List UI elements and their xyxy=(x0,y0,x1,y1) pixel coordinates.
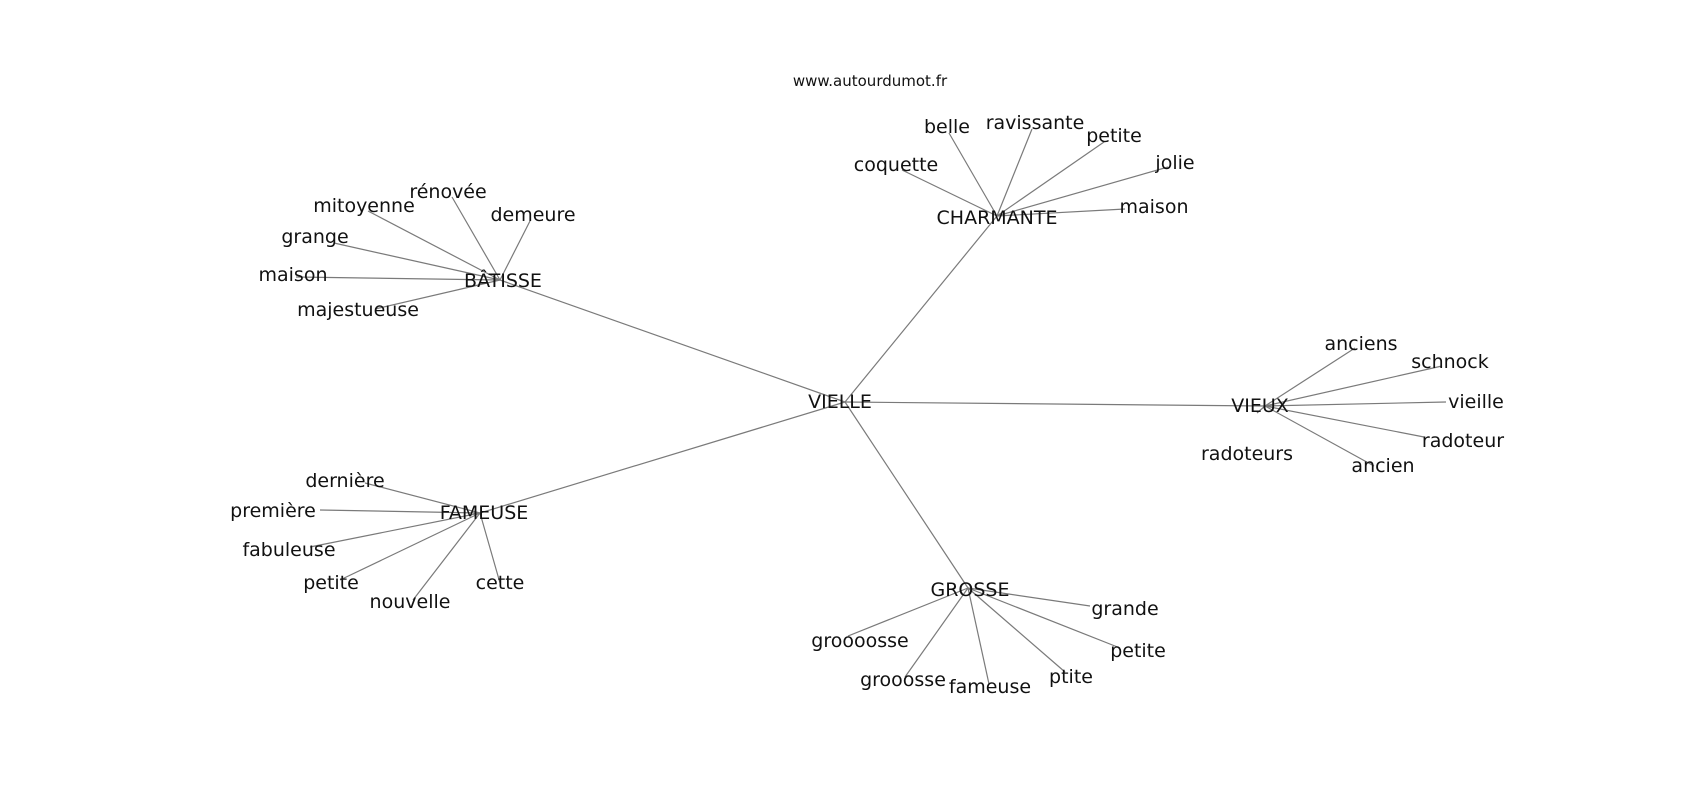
word-node: majestueuse xyxy=(297,299,419,321)
word-node: vieille xyxy=(1448,391,1504,413)
edge-hub-to-word xyxy=(364,482,481,514)
edge-hub-to-word xyxy=(333,242,501,281)
edge-hub-to-word xyxy=(1264,365,1443,407)
word-node: petite xyxy=(1110,640,1166,662)
word-node: fabuleuse xyxy=(242,539,335,561)
edge-center-to-hub xyxy=(479,401,846,514)
edge-hub-to-word xyxy=(374,279,501,310)
word-node: jolie xyxy=(1154,152,1194,174)
edge-hub-to-word xyxy=(996,128,1033,217)
word-node: belle xyxy=(924,116,970,138)
word-node: schnock xyxy=(1411,351,1489,373)
word-node: ravissante xyxy=(986,112,1085,134)
word-node: grooosse xyxy=(860,669,946,691)
word-node: fameuse xyxy=(949,676,1031,698)
edge-hub-to-word xyxy=(967,587,990,685)
hub-node: CHARMANTE xyxy=(937,207,1058,229)
edge-hub-to-word xyxy=(319,509,481,514)
edge-hub-to-word xyxy=(967,587,1121,649)
word-node: mitoyenne xyxy=(313,195,415,217)
word-node: première xyxy=(230,500,316,522)
edge-hub-to-word xyxy=(996,141,1105,217)
word-node: radoteurs xyxy=(1201,443,1293,465)
word-node: maison xyxy=(1120,196,1189,218)
word-node: demeure xyxy=(490,204,575,226)
word-node: petite xyxy=(1086,125,1142,147)
edge-hub-to-word xyxy=(309,512,481,548)
word-node: nouvelle xyxy=(370,591,451,613)
edge-center-to-hub xyxy=(844,401,969,589)
edge-hub-to-word xyxy=(948,132,998,217)
edge-hub-to-word xyxy=(451,196,501,281)
edge-hub-to-word xyxy=(1264,347,1356,407)
word-node: rénovée xyxy=(409,181,486,203)
edge-hub-to-word xyxy=(1264,405,1425,438)
hub-node: BÂTISSE xyxy=(464,269,542,292)
edge-hub-to-word xyxy=(1264,401,1447,407)
hub-node: GROSSE xyxy=(930,579,1009,601)
edge-center-to-hub xyxy=(499,279,846,403)
source-url: www.autourdumot.fr xyxy=(792,72,948,90)
word-node: ancien xyxy=(1351,455,1414,477)
edge-hub-to-word xyxy=(1264,405,1375,467)
edge-hub-to-word xyxy=(904,587,969,678)
edge-center-to-hub xyxy=(844,215,998,403)
edge-hub-to-word xyxy=(295,276,501,281)
word-node: groooosse xyxy=(811,630,908,652)
word-node: radoteur xyxy=(1422,430,1504,452)
word-node: grande xyxy=(1091,598,1158,620)
word-node: ptite xyxy=(1049,666,1093,688)
edge-hub-to-word xyxy=(901,169,998,217)
edge-hub-to-word xyxy=(479,512,501,584)
edge-hub-to-word xyxy=(996,166,1169,217)
hub-node: VIEUX xyxy=(1231,395,1289,417)
edge-center-to-hub xyxy=(844,401,1266,407)
hub-node: FAMEUSE xyxy=(440,502,529,524)
edge-hub-to-word xyxy=(412,512,481,601)
edge-hub-to-word xyxy=(847,587,969,637)
word-node: coquette xyxy=(854,154,938,176)
edge-hub-to-word xyxy=(499,220,531,281)
edge-hub-to-word xyxy=(339,512,481,581)
edge-hub-to-word xyxy=(967,587,1091,607)
edge-hub-to-word xyxy=(996,208,1126,217)
center-node: VIELLE xyxy=(808,391,872,413)
word-node: dernière xyxy=(305,470,384,492)
edge-hub-to-word xyxy=(367,210,501,281)
word-node: maison xyxy=(259,264,328,286)
word-node: petite xyxy=(303,572,359,594)
edges-layer xyxy=(295,128,1447,685)
edge-hub-to-word xyxy=(967,587,1066,673)
word-node: grange xyxy=(281,226,348,248)
word-node: cette xyxy=(476,572,525,594)
edge-hub-to-word xyxy=(1256,405,1266,414)
word-node: anciens xyxy=(1324,333,1397,355)
